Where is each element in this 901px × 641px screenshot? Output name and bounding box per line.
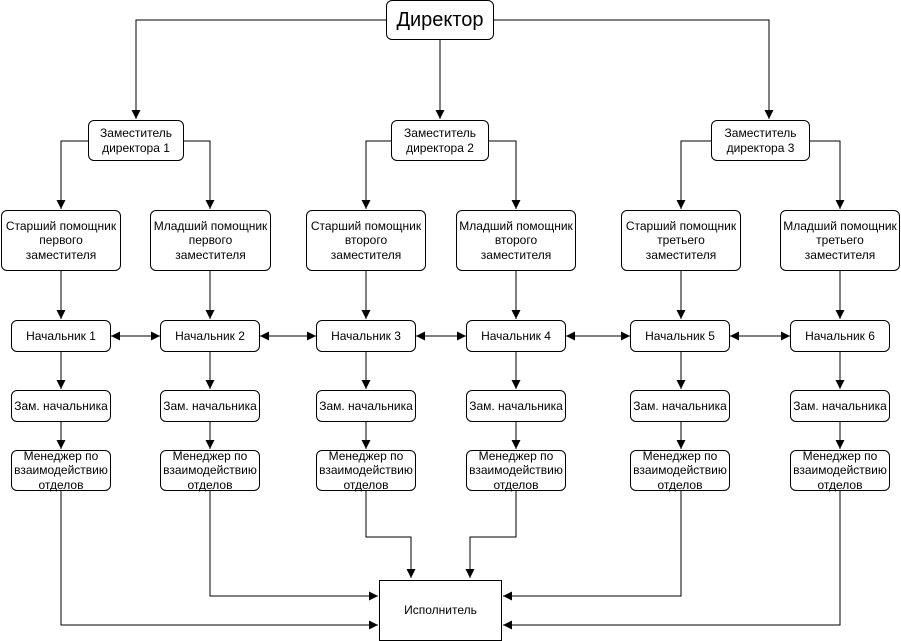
node-deputy-head-3-label: Зам. начальника (319, 398, 413, 413)
node-junior-assistant-3[interactable]: Младший помощник третьего заместителя (780, 210, 900, 271)
node-manager-1-label: Менеджер по взаимодействию отделов (14, 448, 108, 492)
edge-dep3-sa3 (676, 140, 711, 209)
node-head-5[interactable]: Начальник 5 (630, 320, 730, 352)
node-manager-6[interactable]: Менеджер по взаимодействию отделов (790, 448, 890, 492)
node-deputy-3-label: Заместитель директора 3 (724, 126, 797, 155)
node-deputy-head-2[interactable]: Зам. начальника (160, 390, 260, 422)
node-manager-4[interactable]: Менеджер по взаимодействию отделов (466, 448, 566, 492)
node-director[interactable]: Директор (386, 0, 494, 40)
edge-m1-exec (60, 491, 378, 630)
node-deputy-2[interactable]: Заместитель директора 2 (391, 120, 489, 161)
edge-m3-exec (365, 491, 416, 578)
node-deputy-head-4[interactable]: Зам. начальника (466, 390, 566, 422)
edge-m5-exec (503, 491, 682, 601)
node-head-6-label: Начальник 6 (805, 328, 875, 343)
node-manager-4-label: Менеджер по взаимодействию отделов (469, 448, 563, 492)
node-deputy-head-2-label: Зам. начальника (163, 398, 257, 413)
node-senior-assistant-1[interactable]: Старший помощник первого заместителя (1, 210, 121, 271)
node-deputy-head-1[interactable]: Зам. начальника (11, 390, 111, 422)
node-manager-2[interactable]: Менеджер по взаимодействию отделов (160, 448, 260, 492)
node-junior-assistant-3-label: Младший помощник третьего заместителя (783, 218, 897, 262)
edge-dep2-ja2 (489, 140, 521, 209)
node-head-3-label: Начальник 3 (331, 328, 401, 343)
node-deputy-2-label: Заместитель директора 2 (404, 126, 476, 155)
node-deputy-head-1-label: Зам. начальника (14, 398, 108, 413)
node-junior-assistant-1-label: Младший помощник первого заместителя (153, 218, 268, 262)
node-manager-6-label: Менеджер по взаимодействию отделов (793, 448, 887, 492)
edge-m4-exec (465, 491, 517, 578)
edge-m6-exec (503, 491, 841, 630)
node-deputy-1[interactable]: Заместитель директора 1 (88, 120, 184, 161)
edge-dep1-ja1 (184, 140, 215, 209)
node-head-1-label: Начальник 1 (26, 328, 96, 343)
node-head-1[interactable]: Начальник 1 (11, 320, 111, 352)
node-head-5-label: Начальник 5 (645, 328, 715, 343)
node-manager-3[interactable]: Менеджер по взаимодействию отделов (316, 448, 416, 492)
node-head-4[interactable]: Начальник 4 (466, 320, 566, 352)
edge-dep3-ja3 (810, 140, 845, 209)
node-deputy-head-5[interactable]: Зам. начальника (630, 390, 730, 422)
edge-dep1-sa1 (56, 140, 88, 209)
node-senior-assistant-2[interactable]: Старший помощник второго заместителя (306, 210, 426, 271)
node-deputy-head-4-label: Зам. начальника (469, 398, 563, 413)
node-senior-assistant-2-label: Старший помощник второго заместителя (310, 218, 422, 262)
node-senior-assistant-3[interactable]: Старший помощник третьего заместителя (621, 210, 741, 271)
node-deputy-3[interactable]: Заместитель директора 3 (711, 120, 810, 161)
node-junior-assistant-1[interactable]: Младший помощник первого заместителя (150, 210, 271, 271)
node-manager-5[interactable]: Менеджер по взаимодействию отделов (630, 448, 730, 492)
node-senior-assistant-3-label: Старший помощник третьего заместителя (625, 218, 737, 262)
node-deputy-head-6-label: Зам. начальника (793, 398, 887, 413)
node-manager-1[interactable]: Менеджер по взаимодействию отделов (11, 448, 111, 492)
edge-dep2-sa2 (361, 140, 391, 209)
node-head-6[interactable]: Начальник 6 (790, 320, 890, 352)
node-senior-assistant-1-label: Старший помощник первого заместителя (5, 218, 117, 262)
node-manager-2-label: Менеджер по взаимодействию отделов (163, 448, 257, 492)
node-head-3[interactable]: Начальник 3 (316, 320, 416, 352)
node-manager-3-label: Менеджер по взаимодействию отделов (319, 448, 413, 492)
edge-director-dep3 (494, 19, 774, 119)
node-deputy-head-3[interactable]: Зам. начальника (316, 390, 416, 422)
node-head-2[interactable]: Начальник 2 (160, 320, 260, 352)
node-director-label: Директор (396, 9, 484, 31)
node-deputy-1-label: Заместитель директора 1 (100, 126, 172, 155)
node-junior-assistant-2-label: Младший помощник второго заместителя (459, 218, 573, 262)
edge-m2-exec (209, 491, 378, 601)
node-junior-assistant-2[interactable]: Младший помощник второго заместителя (456, 210, 576, 271)
edge-director-dep1 (131, 19, 386, 119)
node-manager-5-label: Менеджер по взаимодействию отделов (633, 448, 727, 492)
node-deputy-head-6[interactable]: Зам. начальника (790, 390, 890, 422)
node-head-4-label: Начальник 4 (481, 328, 551, 343)
node-executor[interactable]: Исполнитель (379, 580, 502, 641)
node-executor-label: Исполнитель (404, 603, 477, 618)
node-head-2-label: Начальник 2 (175, 328, 245, 343)
node-deputy-head-5-label: Зам. начальника (633, 398, 727, 413)
